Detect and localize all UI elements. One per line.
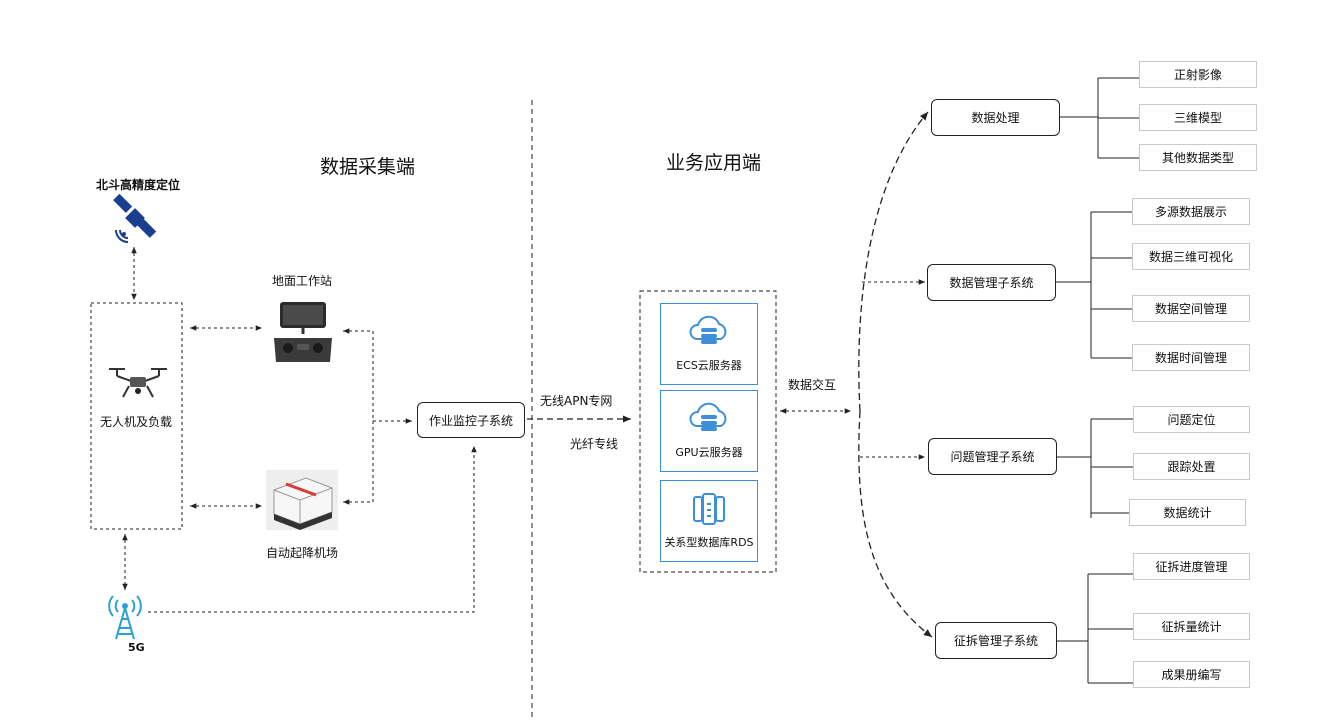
ground-station-label: 地面工作站: [272, 274, 333, 288]
ecs-server-label: ECS云服务器: [676, 359, 742, 372]
5g-tower-icon: [108, 595, 142, 640]
leaf-orthophoto[interactable]: 正射影像: [1139, 61, 1257, 88]
database-icon: [693, 493, 725, 525]
airport-hangar-icon: [266, 470, 338, 530]
satellite-icon: [113, 194, 157, 243]
airport-label: 自动起降机场: [266, 546, 339, 560]
leaf-multisource-display[interactable]: 多源数据展示: [1132, 198, 1250, 225]
gpu-server-card[interactable]: GPU云服务器: [660, 390, 758, 472]
data-exchange-label: 数据交互: [788, 378, 837, 392]
leaf-temporal-management[interactable]: 数据时间管理: [1132, 344, 1250, 371]
leaf-3d-visualization[interactable]: 数据三维可视化: [1132, 243, 1250, 270]
rds-database-label: 关系型数据库RDS: [664, 536, 754, 549]
spine-to-data-processing: [858, 111, 929, 412]
rds-database-card[interactable]: 关系型数据库RDS: [660, 480, 758, 562]
problem-management-node[interactable]: 问题管理子系统: [928, 438, 1057, 475]
ground-bracket: [343, 328, 374, 421]
fiveg-monitor-link: [148, 446, 477, 613]
beidou-label: 北斗高精度定位: [96, 178, 181, 192]
data-processing-node[interactable]: 数据处理: [931, 99, 1060, 136]
ecs-server-card[interactable]: ECS云服务器: [660, 303, 758, 385]
5g-label: 5G: [128, 641, 145, 654]
cloud-server-icon: [689, 402, 727, 431]
leaf-spatial-management[interactable]: 数据空间管理: [1132, 295, 1250, 322]
drone-icon: [109, 368, 167, 398]
leaf-tracking-disposal[interactable]: 跟踪处置: [1133, 453, 1250, 480]
cloud-server-icon: [689, 315, 727, 344]
monitoring-subsystem-node[interactable]: 作业监控子系统: [417, 402, 525, 438]
drone-label: 无人机及负载: [100, 415, 173, 429]
application-heading: 业务应用端: [666, 152, 762, 174]
controller-icon: [274, 302, 332, 362]
leaf-results-compilation[interactable]: 成果册编写: [1133, 661, 1250, 688]
data-management-node[interactable]: 数据管理子系统: [927, 264, 1056, 301]
wireless-apn-label: 无线APN专网: [540, 394, 613, 408]
leaf-3d-model[interactable]: 三维模型: [1139, 104, 1257, 131]
spine-to-conscription: [858, 410, 933, 638]
leaf-other-data-types[interactable]: 其他数据类型: [1139, 144, 1257, 171]
leaf-data-statistics[interactable]: 数据统计: [1129, 499, 1246, 526]
leaf-problem-location[interactable]: 问题定位: [1133, 406, 1250, 433]
conscription-management-node[interactable]: 征拆管理子系统: [935, 622, 1057, 659]
leaf-conscription-progress[interactable]: 征拆进度管理: [1133, 553, 1250, 580]
leaf-conscription-statistics[interactable]: 征拆量统计: [1133, 613, 1250, 640]
gpu-server-label: GPU云服务器: [675, 446, 743, 459]
collection-heading: 数据采集端: [320, 156, 416, 178]
cloud-frame: [639, 290, 777, 573]
drone-group-frame: [90, 302, 183, 530]
fiber-line-label: 光纤专线: [570, 437, 619, 451]
airport-bracket: [343, 421, 374, 505]
